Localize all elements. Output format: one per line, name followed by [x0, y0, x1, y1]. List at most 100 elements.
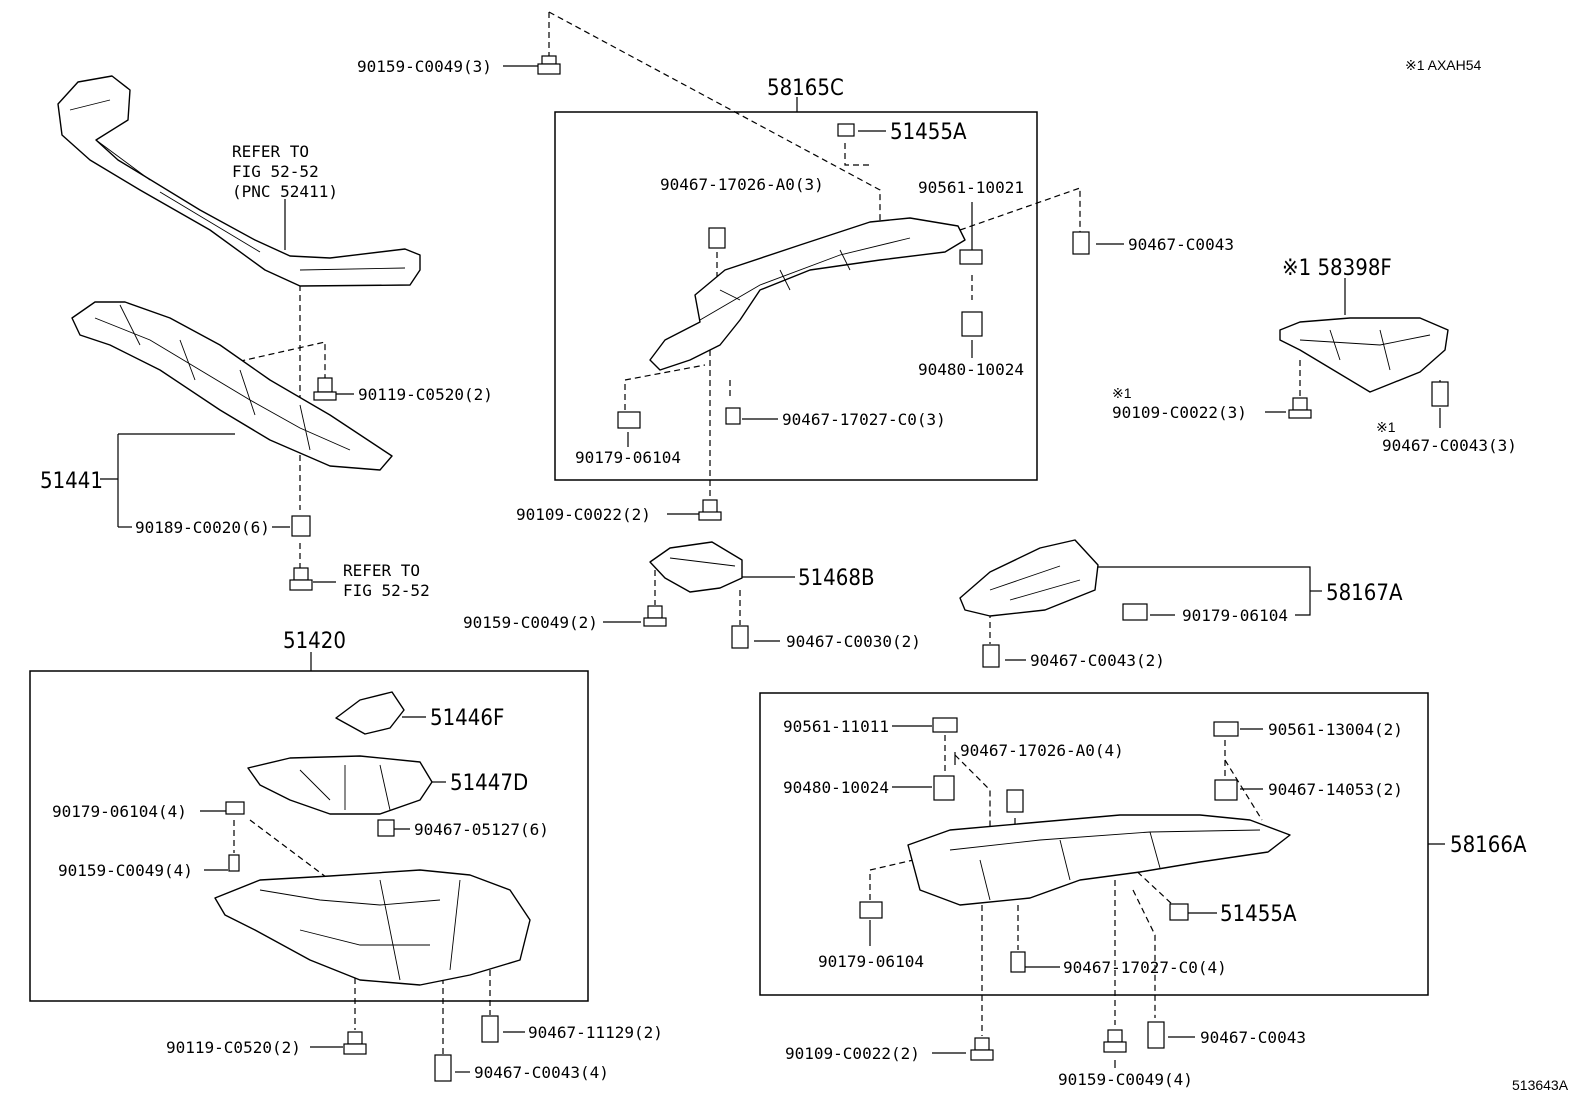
label-90179-06104-r: 90179-06104: [1182, 606, 1288, 625]
bolt-icon: [289, 567, 313, 591]
label-51447D: 51447D: [450, 771, 528, 796]
label-90119-C0520-2-top: 90119-C0520(2): [358, 385, 493, 404]
clip-icon: [731, 625, 749, 649]
bolt-icon: [643, 605, 667, 627]
label-90467-17027-C0-3: 90467-17027-C0(3): [782, 410, 946, 429]
label-51468B: 51468B: [798, 566, 875, 591]
label-51455A-top: 51455A: [890, 120, 967, 145]
cover-58165C-illustration: [649, 217, 966, 371]
label-51446F: 51446F: [430, 706, 504, 731]
refer-to-line3: (PNC 52411): [232, 182, 338, 201]
label-90467-17026-A0-4: 90467-17026-A0(4): [960, 741, 1124, 760]
label-90119-C0520-2-bottom: 90119-C0520(2): [166, 1038, 301, 1057]
label-90561-11011: 90561-11011: [783, 717, 889, 736]
clip-icon: [725, 407, 741, 425]
cover-51446F-illustration: [335, 691, 405, 735]
label-90480-10024-bottom: 90480-10024: [783, 778, 889, 797]
label-90159-C0049-2: 90159-C0049(2): [463, 613, 598, 632]
label-90467-C0043-4: 90467-C0043(4): [474, 1063, 609, 1082]
cover-51447D-illustration: [247, 755, 433, 815]
label-90109-C0022-3: 90109-C0022(3): [1112, 403, 1247, 422]
refer-to-bottom-line2: FIG 52-52: [343, 581, 430, 600]
label-90159-C0049-4-left: 90159-C0049(4): [58, 861, 193, 880]
refer-to-line2: FIG 52-52: [232, 162, 319, 181]
part-labels: ※1 AXAH54 90159-C0049(3) 58165C 51455A 9…: [40, 57, 1569, 1093]
cover-51420-illustration: [214, 869, 531, 986]
clip-icon: [1072, 231, 1090, 255]
clip-icon: [1010, 951, 1026, 973]
bolt-icon: [537, 55, 561, 75]
nut-icon: [859, 901, 883, 919]
note-x1-a: ※1: [1112, 385, 1132, 401]
label-90467-11129-2: 90467-11129(2): [528, 1023, 663, 1042]
fastener-icons: [225, 55, 1449, 1082]
label-90467-05127-6: 90467-05127(6): [414, 820, 549, 839]
refer-to-bottom-line1: REFER TO: [343, 561, 420, 580]
label-90467-C0043-2: 90467-C0043(2): [1030, 651, 1165, 670]
nut-icon: [1213, 721, 1239, 737]
bolt-icon: [1288, 397, 1312, 419]
label-90109-C0022-2-bottom: 90109-C0022(2): [785, 1044, 920, 1063]
clip-icon: [1169, 903, 1189, 921]
label-90159-C0049-4-bottom: 90159-C0049(4): [1058, 1070, 1193, 1089]
label-58167A: 58167A: [1326, 581, 1403, 606]
nut-icon: [225, 801, 245, 815]
bumper-cover-illustration: [57, 75, 421, 287]
label-90179-06104-bottom: 90179-06104: [818, 952, 924, 971]
nut-icon: [1214, 779, 1238, 801]
clip-icon: [377, 819, 395, 837]
label-90109-C0022-2-mid: 90109-C0022(2): [516, 505, 651, 524]
leader-lines: [100, 11, 1445, 1073]
label-90480-10024-top: 90480-10024: [918, 360, 1024, 379]
nut-icon: [291, 515, 311, 537]
clip-icon: [982, 644, 1000, 668]
label-90179-06104-top: 90179-06104: [575, 448, 681, 467]
bolt-icon: [970, 1037, 994, 1061]
cover-58398F-illustration: [1279, 317, 1449, 393]
label-58398F: ※1 58398F: [1282, 256, 1392, 281]
label-90467-C0043-top: 90467-C0043: [1128, 235, 1234, 254]
nut-icon: [959, 249, 983, 265]
clip-icon: [1431, 381, 1449, 407]
nut-icon: [1122, 603, 1148, 621]
label-90561-13004-2: 90561-13004(2): [1268, 720, 1403, 739]
nut-icon: [617, 411, 641, 429]
bolt-icon: [343, 1031, 367, 1055]
clip-icon: [1006, 789, 1024, 813]
clip-icon: [837, 123, 855, 137]
nut-icon: [961, 311, 983, 337]
note-x1-b: ※1: [1376, 419, 1396, 435]
group-box-58165C: [554, 111, 1038, 481]
bolt-icon: [698, 499, 722, 521]
label-58165C: 58165C: [767, 76, 844, 101]
label-90561-10021: 90561-10021: [918, 178, 1024, 197]
cover-51468B-illustration: [649, 541, 743, 593]
cover-58167A-illustration: [959, 539, 1099, 617]
label-58166A: 58166A: [1450, 833, 1527, 858]
footnote: ※1 AXAH54: [1405, 57, 1482, 73]
label-90467-C0043-3: 90467-C0043(3): [1382, 436, 1517, 455]
label-90179-06104-4: 90179-06104(4): [52, 802, 187, 821]
label-90467-17026-A0-3: 90467-17026-A0(3): [660, 175, 824, 194]
illustration-id: 513643A: [1512, 1077, 1569, 1093]
nut-icon: [933, 775, 955, 801]
label-51420: 51420: [283, 629, 346, 654]
clip-icon: [228, 854, 240, 872]
clip-icon: [1147, 1021, 1165, 1049]
clip-icon: [708, 227, 726, 249]
label-90159-C0049-3: 90159-C0049(3): [357, 57, 492, 76]
group-box-51420: [29, 670, 589, 1002]
bolt-icon: [313, 377, 337, 401]
clip-icon: [481, 1015, 499, 1043]
label-90189-C0020-6: 90189-C0020(6): [135, 518, 270, 537]
label-51441: 51441: [40, 469, 103, 494]
nut-icon: [932, 717, 958, 733]
label-51455A-bottom: 51455A: [1220, 902, 1297, 927]
label-90467-14053-2: 90467-14053(2): [1268, 780, 1403, 799]
label-90467-C0043-bottom: 90467-C0043: [1200, 1028, 1306, 1047]
cover-51441-illustration: [71, 301, 393, 471]
refer-to-line1: REFER TO: [232, 142, 309, 161]
cover-58166A-illustration: [907, 814, 1291, 906]
label-90467-C0030-2: 90467-C0030(2): [786, 632, 921, 651]
